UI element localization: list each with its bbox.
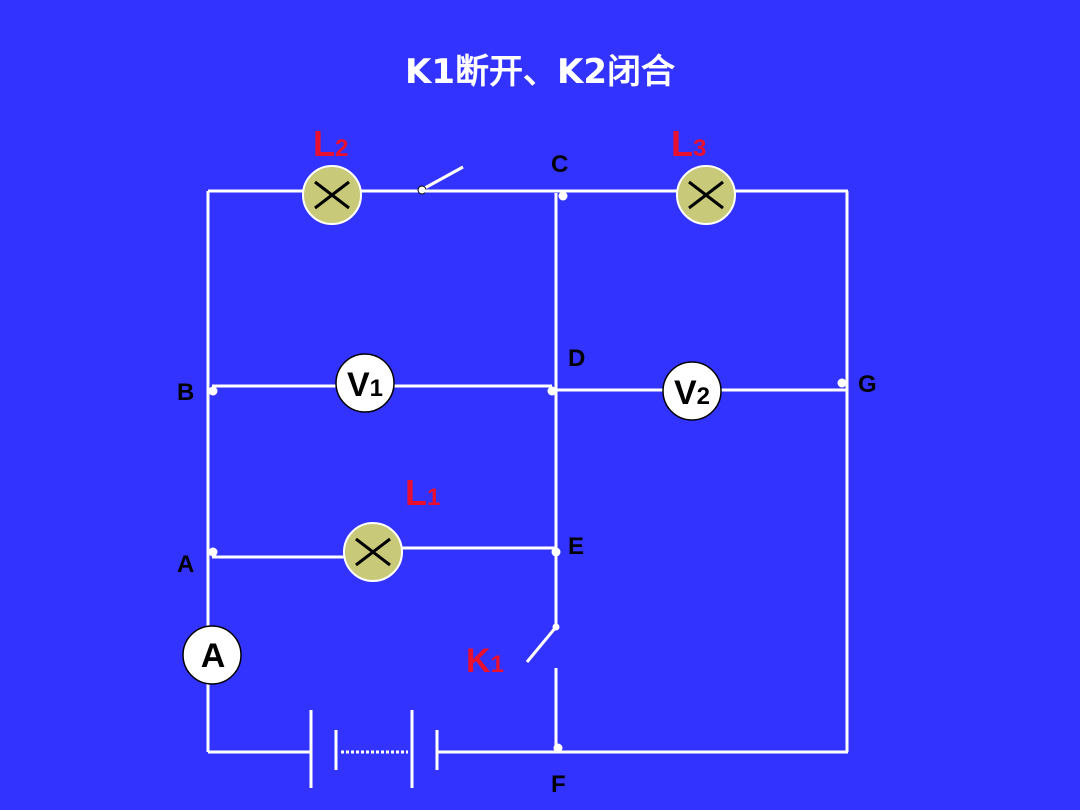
label-k1: K1 <box>466 642 504 680</box>
node-label-c: C <box>551 151 568 178</box>
node-a-dot <box>208 547 218 557</box>
svg-text:V1: V1 <box>347 366 383 404</box>
label-l2: L2 <box>313 123 348 164</box>
node-d-dot <box>547 386 557 396</box>
ammeter-a: A <box>182 625 242 685</box>
node-f-dot <box>553 743 563 753</box>
lamp-l3-icon <box>676 165 736 225</box>
node-label-d: D <box>568 345 585 372</box>
node-label-f: F <box>551 771 566 798</box>
node-c-dot <box>558 191 568 201</box>
switch-k1 <box>525 623 560 663</box>
svg-text:A: A <box>201 637 226 675</box>
node-b-dot <box>208 386 218 396</box>
svg-text:V2: V2 <box>674 374 710 412</box>
node-g-dot <box>837 378 847 388</box>
lamp-l1-icon <box>343 522 403 582</box>
voltmeter-v1: V1 <box>335 353 395 413</box>
node-label-g: G <box>858 371 877 398</box>
node-label-a: A <box>177 551 194 578</box>
slide-title: K1断开、K2闭合 <box>404 52 675 92</box>
node-e-dot <box>551 547 561 557</box>
node-label-b: B <box>177 379 194 406</box>
label-l3: L3 <box>671 123 706 164</box>
lamp-l2-icon <box>302 165 362 225</box>
label-l1: L1 <box>405 472 440 513</box>
voltmeter-v2: V2 <box>662 361 722 421</box>
node-label-e: E <box>568 533 584 560</box>
battery <box>309 710 439 788</box>
